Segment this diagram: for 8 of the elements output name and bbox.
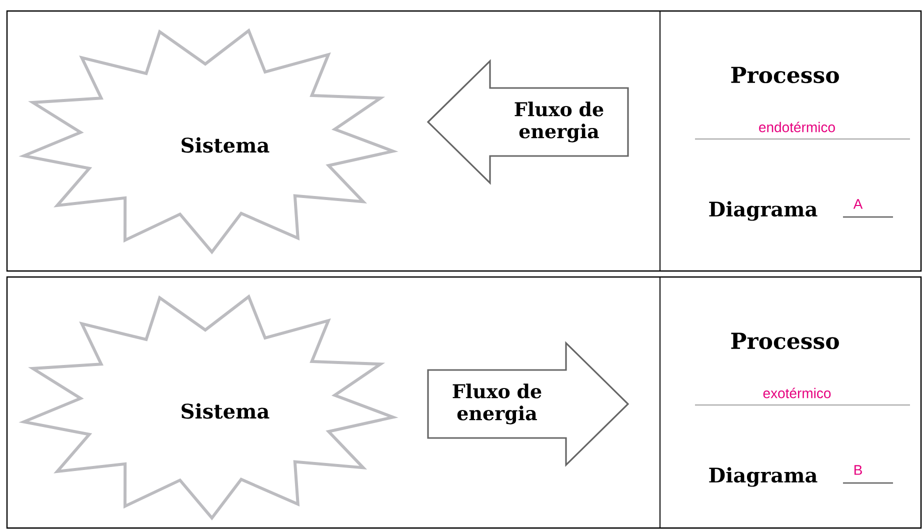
answer-text: endotérmico [759,122,835,132]
field-label: Diagrama [709,201,818,221]
answer-text: A [853,199,863,209]
answer-text: B [854,465,862,475]
heading: Processo [731,66,839,84]
heading: Processo [731,332,839,350]
field-label: Diagrama [709,467,818,487]
answer-text: exotérmico [763,388,831,398]
